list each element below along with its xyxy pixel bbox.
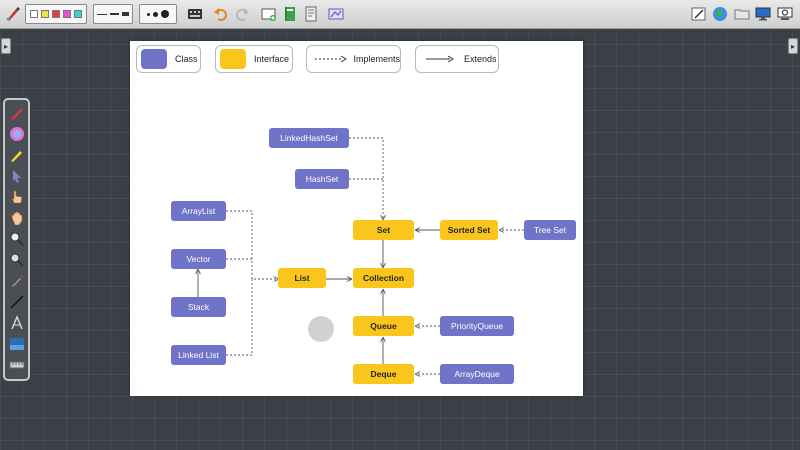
color-swatches[interactable]: [25, 4, 87, 24]
small-dot-icon[interactable]: [147, 12, 150, 16]
node-deque[interactable]: Deque: [353, 364, 414, 384]
cyan-swatch[interactable]: [74, 10, 82, 18]
solid-arrow-icon: [426, 55, 454, 63]
left-panel-handle[interactable]: ▸: [1, 38, 11, 54]
folder-icon[interactable]: [733, 4, 751, 24]
pink-swatch[interactable]: [63, 10, 71, 18]
dashed-arrow-icon: [315, 55, 347, 63]
legend-implements-label: Implements: [353, 54, 400, 64]
node-arraydeque[interactable]: ArrayDeque: [440, 364, 514, 384]
medium-line-icon[interactable]: [109, 13, 120, 15]
legend-class-label: Class: [175, 54, 198, 64]
zoom-out-icon[interactable]: [8, 251, 26, 269]
grab-hand-icon[interactable]: [8, 209, 26, 227]
node-priorityqueue[interactable]: PriorityQueue: [440, 316, 514, 336]
settings-icon[interactable]: [776, 4, 794, 24]
top-toolbar: [0, 0, 800, 29]
edge-linkedlist-list: [226, 279, 278, 356]
class-swatch: [141, 49, 167, 69]
node-collection[interactable]: Collection: [353, 268, 414, 288]
screenshot-icon[interactable]: [327, 4, 345, 24]
legend-extends: Extends: [415, 45, 499, 73]
large-dot-icon[interactable]: [161, 10, 169, 18]
node-linkedlist[interactable]: Linked List: [171, 345, 226, 365]
keyboard-icon[interactable]: [186, 4, 204, 24]
node-linkedhashset[interactable]: LinkedHashSet: [269, 128, 349, 148]
ruler-icon[interactable]: [8, 356, 26, 374]
color-wheel-icon[interactable]: [8, 125, 26, 143]
thick-line-icon[interactable]: [122, 12, 129, 16]
monitor-icon[interactable]: [754, 4, 772, 24]
edge-linkedhashset-set: [349, 137, 383, 219]
redo-icon[interactable]: [233, 4, 251, 24]
background-icon[interactable]: [8, 335, 26, 353]
legend-interface-label: Interface: [254, 54, 290, 64]
yellow-swatch[interactable]: [41, 10, 49, 18]
pen-settings-icon[interactable]: [4, 4, 22, 24]
node-vector[interactable]: Vector: [171, 249, 226, 269]
whiteboard-canvas[interactable]: Class Interface Implements Extends: [130, 41, 583, 396]
dot-size-selector[interactable]: [139, 4, 177, 24]
legend-class: Class: [136, 45, 201, 73]
thin-line-icon[interactable]: [97, 13, 107, 15]
text-tool-icon[interactable]: [8, 314, 26, 332]
line-width-selector[interactable]: [93, 4, 133, 24]
select-arrow-icon[interactable]: [8, 167, 26, 185]
right-panel-handle[interactable]: ▸: [788, 38, 798, 54]
legend-implements: Implements: [306, 45, 401, 73]
red-pen-icon[interactable]: [8, 104, 26, 122]
red-swatch[interactable]: [52, 10, 60, 18]
medium-dot-icon[interactable]: [153, 11, 158, 17]
document-icon[interactable]: [302, 4, 320, 24]
legend-interface: Interface: [215, 45, 293, 73]
new-page-icon[interactable]: [260, 4, 278, 24]
legend-extends-label: Extends: [464, 54, 497, 64]
globe-icon[interactable]: [711, 4, 729, 24]
notebook-icon[interactable]: [281, 4, 299, 24]
node-arraylist[interactable]: ArrayList: [171, 201, 226, 221]
white-swatch[interactable]: [30, 10, 38, 18]
tool-palette: [3, 98, 30, 381]
interface-swatch: [220, 49, 246, 69]
node-list[interactable]: List: [278, 268, 326, 288]
edge-arraylist-list: [226, 210, 253, 279]
highlighter-icon[interactable]: [8, 146, 26, 164]
node-set[interactable]: Set: [353, 220, 414, 240]
node-treeset[interactable]: Tree Set: [524, 220, 576, 240]
diagram-edges: [130, 137, 524, 396]
node-stack[interactable]: Stack: [171, 297, 226, 317]
line-tool-icon[interactable]: [8, 293, 26, 311]
node-sortedset[interactable]: Sorted Set: [440, 220, 498, 240]
zoom-in-icon[interactable]: [8, 230, 26, 248]
pointer-hand-icon[interactable]: [8, 188, 26, 206]
eyedropper-icon[interactable]: [8, 272, 26, 290]
undo-icon[interactable]: [212, 4, 230, 24]
pointer-cursor: [308, 316, 334, 342]
node-hashset[interactable]: HashSet: [295, 169, 349, 189]
node-queue[interactable]: Queue: [353, 316, 414, 336]
edit-icon[interactable]: [690, 4, 708, 24]
